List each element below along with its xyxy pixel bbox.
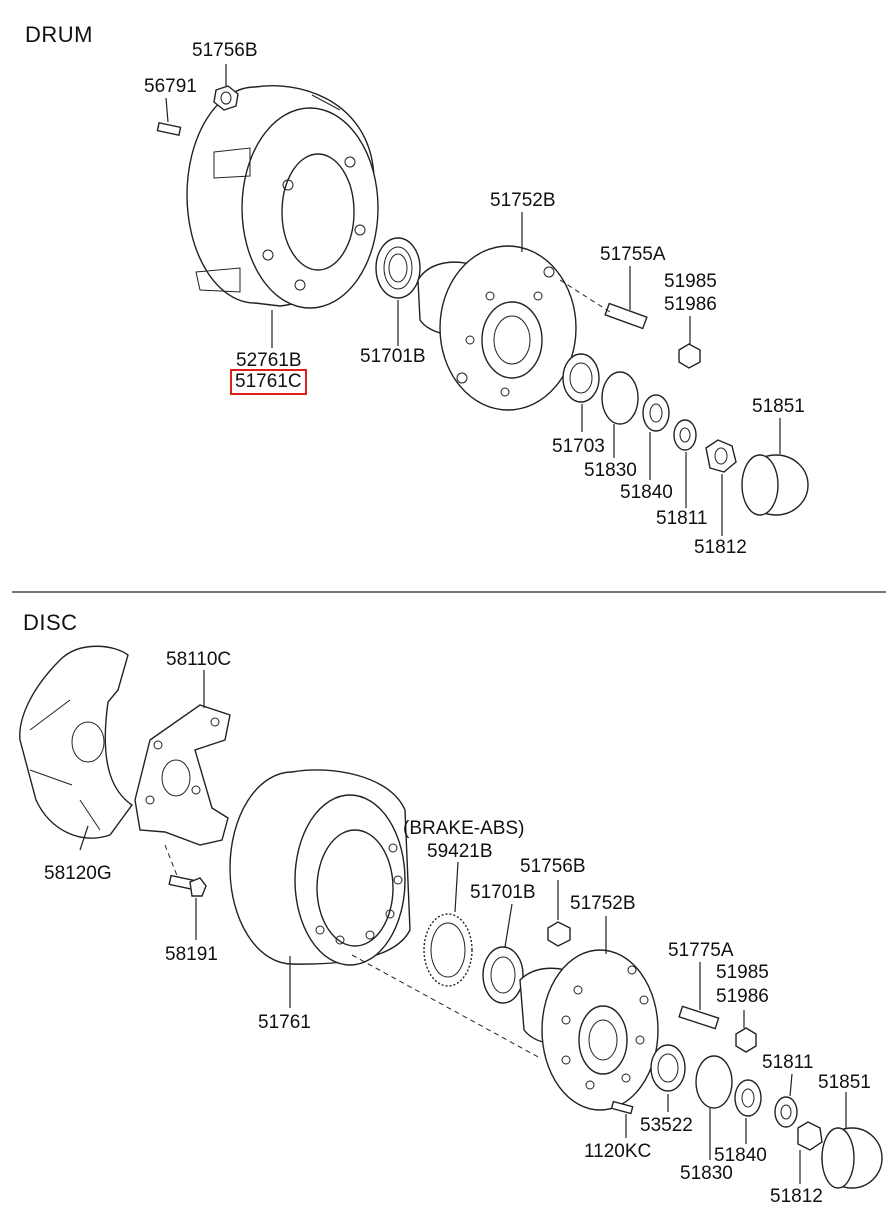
part-label-51812-disc[interactable]: 51812 xyxy=(770,1186,823,1207)
hub-cap-drum xyxy=(741,454,809,516)
abs-tone-ring xyxy=(423,913,473,987)
hub-bolt-drum xyxy=(604,302,648,330)
part-label-53522[interactable]: 53522 xyxy=(640,1115,693,1136)
part-label-51775a[interactable]: 51775A xyxy=(668,940,734,961)
brake-rotor xyxy=(229,769,411,966)
hub-cap-disc xyxy=(821,1127,883,1189)
part-label-58191[interactable]: 58191 xyxy=(165,944,218,965)
wheel-nut-disc xyxy=(735,1027,757,1053)
part-label-51756b[interactable]: 51756B xyxy=(192,40,258,61)
part-label-51811[interactable]: 51811 xyxy=(656,508,708,529)
part-label-1120kc[interactable]: 1120KC xyxy=(584,1141,652,1162)
wheel-stud-drum xyxy=(156,121,182,137)
wheel-hub-disc xyxy=(519,949,659,1111)
lock-washer-drum xyxy=(673,419,697,451)
part-note-brake-abs: (BRAKE-ABS) xyxy=(403,818,525,839)
lock-washer-disc xyxy=(774,1096,798,1128)
part-label-51703[interactable]: 51703 xyxy=(552,436,605,457)
part-label-51840[interactable]: 51840 xyxy=(620,482,673,503)
washer-disc xyxy=(734,1079,762,1117)
outer-bearing-disc xyxy=(650,1044,686,1092)
part-label-51985[interactable]: 51985 xyxy=(664,271,717,292)
part-label-51812[interactable]: 51812 xyxy=(694,537,747,558)
steering-knuckle xyxy=(134,704,231,846)
part-label-51701b[interactable]: 51701B xyxy=(360,346,426,367)
outer-bearing-drum xyxy=(562,353,600,403)
part-label-51701b-disc[interactable]: 51701B xyxy=(470,882,536,903)
part-label-51851-disc[interactable]: 51851 xyxy=(818,1072,871,1093)
part-label-51830-disc[interactable]: 51830 xyxy=(680,1163,733,1184)
part-label-58120g[interactable]: 58120G xyxy=(44,863,112,884)
part-label-51752b[interactable]: 51752B xyxy=(490,190,556,211)
part-label-51752b-disc[interactable]: 51752B xyxy=(570,893,636,914)
part-label-52761b[interactable]: 52761B xyxy=(236,350,302,371)
part-label-51830[interactable]: 51830 xyxy=(584,460,637,481)
part-label-51985-disc[interactable]: 51985 xyxy=(716,962,769,983)
section-title-disc: DISC xyxy=(23,610,78,635)
small-bolt xyxy=(610,1100,634,1115)
snap-ring-disc xyxy=(695,1055,733,1109)
hub-bolt-disc xyxy=(678,1005,720,1030)
part-label-51986-disc[interactable]: 51986 xyxy=(716,986,769,1007)
hub-nut-drum xyxy=(213,85,239,111)
part-label-51840-disc[interactable]: 51840 xyxy=(714,1145,767,1166)
part-label-51761c-highlighted[interactable]: 51761C xyxy=(230,369,307,395)
inner-bearing-disc xyxy=(482,946,524,1004)
part-label-59421b[interactable]: 59421B xyxy=(427,841,493,862)
snap-ring-drum xyxy=(601,371,639,425)
wheel-nut-drum xyxy=(678,343,701,369)
knuckle-bolt xyxy=(164,844,207,897)
washer-drum xyxy=(642,394,670,432)
part-label-51851[interactable]: 51851 xyxy=(752,396,805,417)
part-label-51755a[interactable]: 51755A xyxy=(600,244,666,265)
part-label-51986[interactable]: 51986 xyxy=(664,294,717,315)
inner-bearing-drum xyxy=(375,237,421,299)
part-label-58110c[interactable]: 58110C xyxy=(166,649,232,670)
part-label-51756b-disc[interactable]: 51756B xyxy=(520,856,586,877)
castle-nut-drum xyxy=(705,439,737,473)
section-title-drum: DRUM xyxy=(25,22,93,47)
hub-nut-disc xyxy=(547,921,571,947)
brake-drum xyxy=(186,84,379,309)
part-label-56791[interactable]: 56791 xyxy=(144,76,197,97)
castle-nut-disc xyxy=(797,1121,823,1151)
dust-shield xyxy=(19,645,133,839)
part-label-51811-disc[interactable]: 51811 xyxy=(762,1052,814,1073)
wheel-hub-drum xyxy=(417,245,577,411)
part-label-51761[interactable]: 51761 xyxy=(258,1012,311,1033)
